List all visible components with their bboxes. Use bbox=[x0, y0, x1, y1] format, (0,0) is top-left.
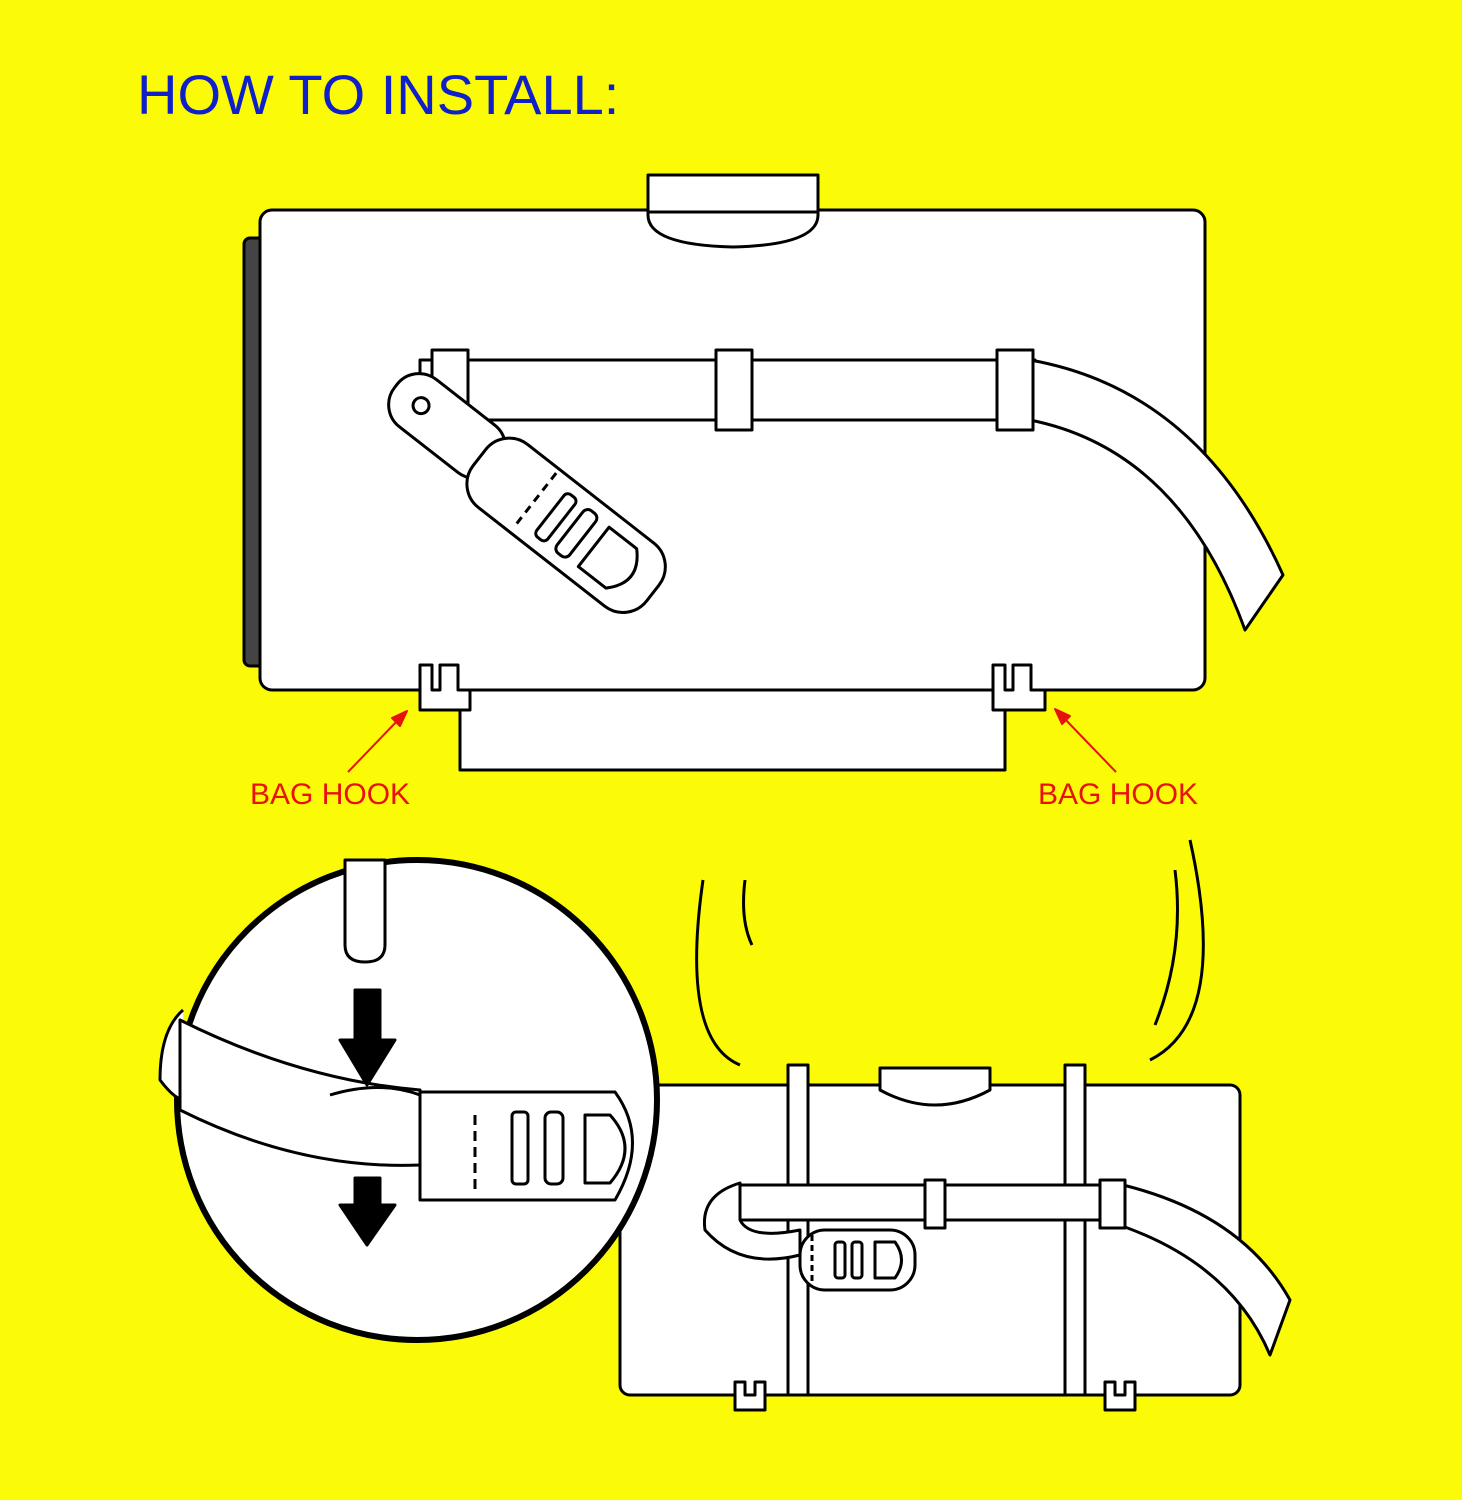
organizer-top-view bbox=[242, 173, 1285, 772]
bag-hook-right bbox=[991, 663, 1047, 712]
bottom-tray bbox=[458, 688, 1007, 772]
arrow-down-icon bbox=[338, 1176, 397, 1247]
bag-hook-left bbox=[418, 663, 472, 712]
organizer-body bbox=[258, 208, 1207, 692]
hook-slot bbox=[343, 858, 387, 964]
arrow-down-icon bbox=[338, 988, 397, 1087]
organizer-on-seat bbox=[618, 839, 1292, 1412]
strap-loop bbox=[995, 348, 1035, 432]
magnified-detail bbox=[158, 857, 660, 1343]
arrow-to-right-hook bbox=[1061, 715, 1117, 773]
arrow-to-left-hook bbox=[347, 717, 401, 773]
strap-tail bbox=[1028, 358, 1285, 632]
buckle bbox=[387, 372, 667, 614]
page-title: HOW TO INSTALL: bbox=[137, 63, 620, 126]
strap-loop bbox=[714, 348, 754, 432]
bag-hook-label-left: BAG HOOK bbox=[250, 778, 411, 811]
bag-hook-label-right: BAG HOOK bbox=[1038, 778, 1199, 811]
